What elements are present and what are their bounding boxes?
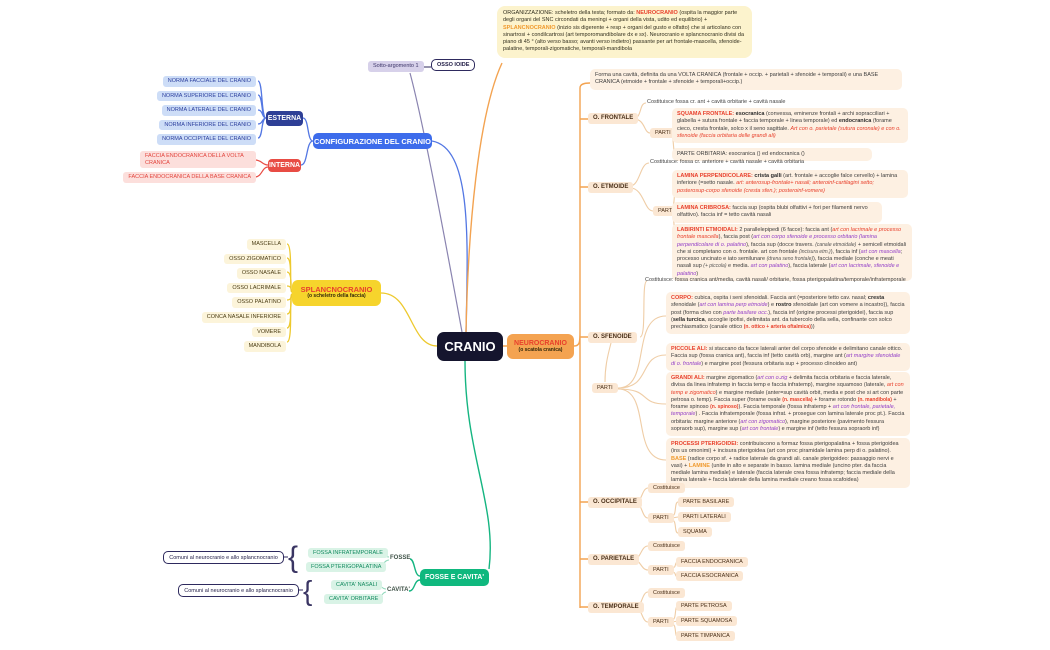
temporale-parti[interactable]: PARTI (648, 617, 674, 627)
interna-list: FACCIA ENDOCRANICA DELLA VOLTA CRANICA F… (100, 151, 256, 183)
connector-gray (409, 72, 463, 333)
cranio-root-node[interactable]: CRANIO (437, 332, 503, 361)
faccia-volta-node[interactable]: FACCIA ENDOCRANICA DELLA VOLTA CRANICA (140, 151, 256, 169)
parietale-parti[interactable]: PARTI (648, 565, 674, 575)
splancno-list: MASCELLA OSSO ZIGOMATICO OSSO NASALE OSS… (158, 239, 286, 352)
faccia-base-node[interactable]: FACCIA ENDOCRANICA DELLA BASE CRANICA (123, 172, 256, 183)
connector-red (254, 159, 269, 178)
forma-cavita-note[interactable]: Forma una cavità, definita da una VOLTA … (590, 69, 902, 90)
esterna-node[interactable]: ESTERNA (266, 111, 303, 126)
parietale-costituisce[interactable]: Costituisce (648, 541, 685, 551)
lamina-perpendicolare-box[interactable]: LAMINA PERPENDICOLARE: crista galli (art… (672, 170, 908, 198)
etmoide-costituisce[interactable]: Costituisce: fossa cr. anteriore + cavit… (650, 159, 805, 165)
configurazione-node[interactable]: CONFIGURAZIONE DEL CRANIO (313, 133, 432, 149)
o-occipitale-node[interactable]: O. OCCIPITALE (588, 497, 642, 508)
frontale-parti[interactable]: PARTI (650, 128, 676, 138)
faccia-endocranica-node[interactable]: FACCIA ENDOCRANICA (676, 557, 748, 567)
mascella-node[interactable]: MASCELLA (246, 239, 286, 250)
splancnocranio-node[interactable]: SPLANCNOCRANIO (o scheletro della faccia… (292, 280, 381, 306)
cavita-label[interactable]: CAVITA' (387, 587, 410, 593)
processi-pterigoidei-box[interactable]: PROCESSI PTERIGOIDEI: contribuiscono a f… (666, 438, 910, 488)
occipitale-costituisce[interactable]: Costituisce (648, 483, 685, 493)
mandibola-node[interactable]: MANDIBOLA (243, 341, 286, 352)
cavita-orbitare-node[interactable]: CAVITA' ORBITARE (324, 594, 384, 604)
labirinti-etmoidali-box[interactable]: LABIRINTI ETMOIDALI: 2 parallelepipedi (… (672, 224, 912, 281)
organizzazione-note[interactable]: ORGANIZZAZIONE: scheletro della testa; f… (497, 6, 752, 58)
o-parietale-node[interactable]: O. PARIETALE (588, 554, 640, 565)
cavita-nasali-node[interactable]: CAVITA' NASALI (331, 580, 383, 590)
norma-inferiore-node[interactable]: NORMA INFERIORE DEL CRANIO (159, 119, 256, 131)
parte-petrosa-node[interactable]: PARTE PETROSA (676, 601, 732, 611)
osso-palatino-node[interactable]: OSSO PALATINO (232, 297, 286, 308)
brace-cavita: { (303, 575, 313, 606)
norma-occipitale-node[interactable]: NORMA OCCIPITALE DEL CRANIO (157, 134, 256, 145)
faccia-esocranica-node[interactable]: FACCIA ESOCRANICA (676, 571, 744, 581)
osso-ioide-node[interactable]: OSSO IOIDE (431, 59, 476, 71)
splancnocranio-subtitle: (o scheletro della faccia) (307, 293, 366, 300)
o-temporale-node[interactable]: O. TEMPORALE (588, 602, 644, 613)
occipitale-parti[interactable]: PARTI (648, 513, 674, 523)
osso-zigomatico-node[interactable]: OSSO ZIGOMATICO (224, 253, 286, 265)
corpo-box[interactable]: CORPO: cubica, ospita i seni sfenoidali.… (666, 292, 910, 335)
splancnocranio-title: SPLANCNOCRANIO (300, 285, 373, 295)
norma-facciale-node[interactable]: NORMA FACCIALE DEL CRANIO (162, 76, 256, 87)
fossa-pterigopalatina-node[interactable]: FOSSA PTERIGOPALATINA (306, 562, 387, 572)
squama-node[interactable]: SQUAMA (678, 527, 712, 537)
neurocranio-title: NEUROCRANIO (514, 339, 567, 347)
o-etmoide-node[interactable]: O. ETMOIDE (588, 182, 634, 193)
osso-nasale-node[interactable]: OSSO NASALE (236, 268, 286, 279)
piccole-ali-box[interactable]: PICCOLE ALI: si staccano da facce latera… (666, 343, 910, 371)
conca-nasale-node[interactable]: CONCA NASALE INFERIORE (201, 311, 286, 323)
sfenoide-costituisce[interactable]: Costituisce: fossa cranica ant/media, ca… (645, 277, 906, 283)
parti-laterali-node[interactable]: PARTI LATERALI (678, 512, 731, 522)
sotto-argomento-node[interactable]: Sotto-argomento 1 (368, 61, 424, 72)
connector-green (408, 360, 491, 592)
osso-lacrimale-node[interactable]: OSSO LACRIMALE (227, 282, 286, 294)
o-frontale-node[interactable]: O. FRONTALE (588, 113, 639, 124)
brace-fosse: { (288, 541, 299, 574)
parte-timpanica-node[interactable]: PARTE TIMPANICA (676, 631, 735, 641)
parte-basilare-node[interactable]: PARTE BASILARE (678, 497, 735, 507)
comuni-box-2[interactable]: Comuni al neurocranio e allo splancnocra… (178, 584, 299, 597)
neurocranio-subtitle: (o scatola cranica) (518, 346, 563, 353)
norma-list: NORMA FACCIALE DEL CRANIO NORMA SUPERIOR… (128, 76, 256, 145)
o-sfenoide-node[interactable]: O. SFENOIDE (588, 332, 637, 343)
parte-squamosa-node[interactable]: PARTE SQUAMOSA (676, 616, 738, 626)
grandi-ali-box[interactable]: GRANDI ALI: margine zigomatico (art con … (666, 372, 910, 436)
fosse-e-cavita-node[interactable]: FOSSE E CAVITA' (420, 569, 489, 586)
comuni-box-1[interactable]: Comuni al neurocranio e allo splancnocra… (163, 551, 284, 564)
frontale-costituisce[interactable]: Costituisce fossa cr. ant + cavità orbit… (647, 99, 786, 105)
sfenoide-parti[interactable]: PARTI (592, 383, 618, 393)
lamina-cribrosa-box[interactable]: LAMINA CRIBROSA: faccia sup (ospita blub… (672, 202, 882, 223)
neurocranio-node[interactable]: NEUROCRANIO (o scatola cranica) (507, 334, 574, 359)
squama-frontale-box[interactable]: SQUAMA FRONTALE: esocranica (convessa, e… (672, 108, 908, 143)
norma-superiore-node[interactable]: NORMA SUPERIORE DEL CRANIO (156, 90, 256, 102)
fosse-label[interactable]: FOSSE (390, 555, 411, 561)
parte-orbitaria-box[interactable]: PARTE ORBITARIA: esocranica () ed endocr… (672, 148, 872, 162)
interna-node[interactable]: INTERNA (268, 159, 301, 172)
norma-laterale-node[interactable]: NORMA LATERALE DEL CRANIO (161, 105, 256, 116)
temporale-costituisce[interactable]: Costituisce (648, 588, 685, 598)
vomere-node[interactable]: VOMERE (252, 326, 286, 338)
etmoide-parti[interactable]: PARTI (653, 206, 679, 216)
fossa-infratemporale-node[interactable]: FOSSA INFRATEMPORALE (308, 548, 388, 558)
